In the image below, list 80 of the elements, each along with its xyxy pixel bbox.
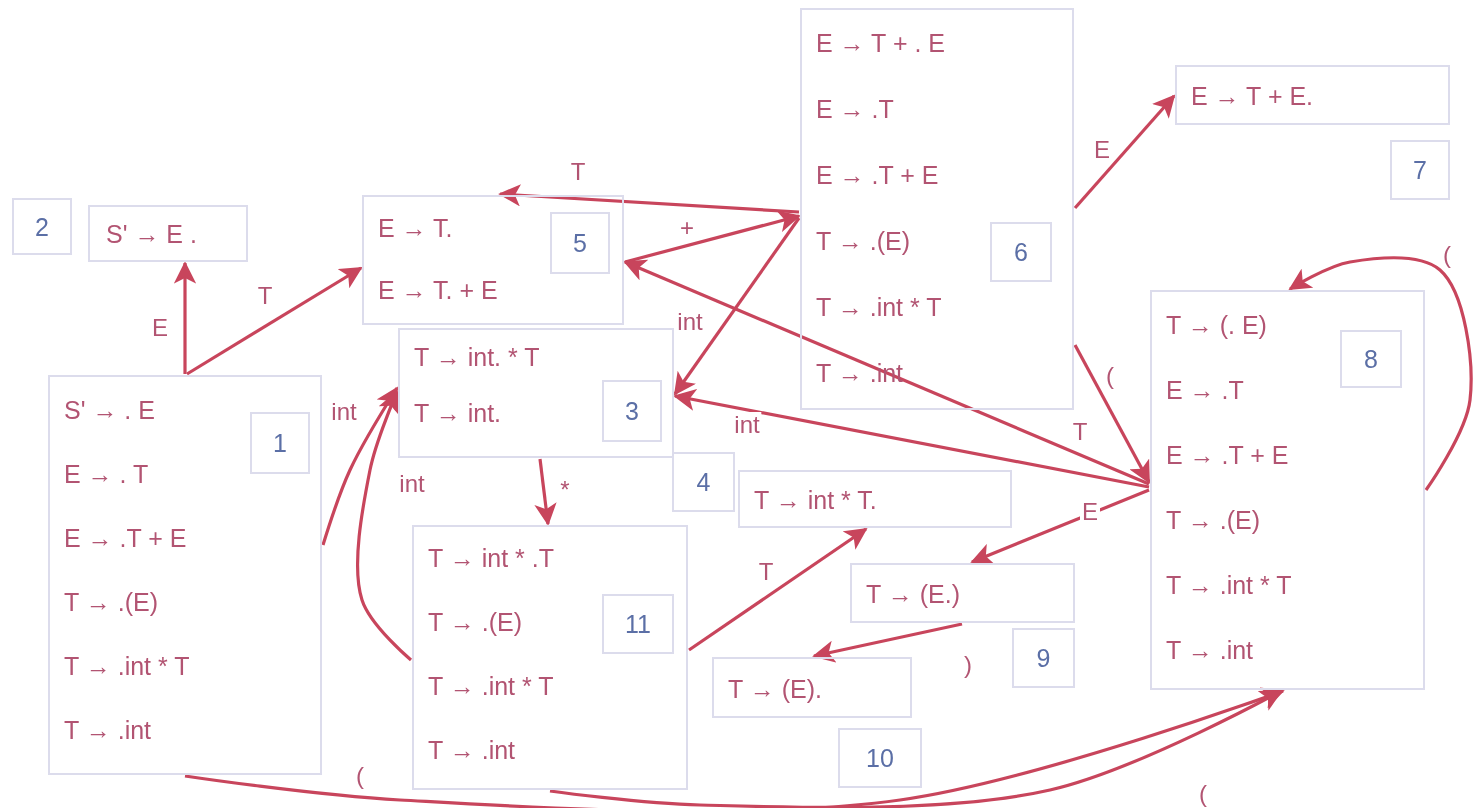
- state-number: 11: [625, 609, 651, 639]
- state-number-box: [1390, 140, 1450, 200]
- transition-arrow: [673, 217, 801, 396]
- state-number: 3: [625, 396, 639, 426]
- lr-item-text: T → (. E): [1166, 310, 1267, 340]
- state-box: [362, 195, 624, 325]
- lr-item-text: T → .int * T: [64, 651, 190, 681]
- lr-item-text: E → T + . E: [816, 28, 945, 58]
- state-box: [800, 8, 1074, 410]
- lr-item-text: E → .T + E: [816, 160, 939, 190]
- transition-arrow: [534, 458, 557, 526]
- state-number: 9: [1036, 643, 1051, 673]
- state-number: 8: [1364, 344, 1378, 374]
- lr-item-text: S' → . E: [64, 395, 155, 425]
- state-number-box: [602, 594, 674, 654]
- transition-arrow: [1073, 94, 1176, 210]
- lr-item-text: T → .(E): [428, 607, 522, 637]
- state-box: [1150, 290, 1425, 690]
- lr-item-text: T → (E).: [728, 674, 822, 704]
- state-number: 7: [1413, 155, 1427, 185]
- transition-arrow: [186, 266, 363, 376]
- state-number: 5: [573, 228, 587, 258]
- state-number-box: [838, 728, 922, 788]
- state-number-box: [990, 222, 1052, 282]
- lr-item-text: T → int.: [414, 398, 502, 428]
- lr-item-text: T → (E.): [866, 579, 960, 609]
- lr-item-text: T → .(E): [1166, 505, 1260, 535]
- lr-item-text: E → .T: [1166, 375, 1244, 405]
- lr-item-text: E → .T + E: [1166, 440, 1289, 470]
- state-number: 10: [866, 743, 894, 773]
- state-box: [412, 525, 688, 790]
- transition-arrow: [321, 386, 399, 546]
- transition-arrow: [1288, 256, 1473, 491]
- lr-item-text: T → .(E): [64, 587, 158, 617]
- state-box: [738, 470, 1012, 528]
- state-number-box: [250, 412, 310, 474]
- state-box: [398, 328, 674, 458]
- lr-item-text: T → int. * T: [414, 342, 540, 372]
- lr-item-text: T → .int * T: [428, 671, 554, 701]
- lr-item-text: E → .T + E: [64, 523, 187, 553]
- lr-item-text: E → T + E.: [1191, 81, 1314, 111]
- lr-item-text: T → int * T.: [754, 485, 877, 515]
- transition-arrow: [688, 527, 868, 652]
- state-box: [1175, 65, 1450, 125]
- state-box: [850, 563, 1075, 623]
- transition-arrow: [812, 622, 963, 663]
- state-number: 1: [273, 428, 287, 458]
- state-number-box: [1012, 628, 1075, 688]
- state-box: [48, 375, 322, 775]
- transition-arrow: [624, 210, 801, 264]
- lr-item-text: T → .(E): [816, 226, 910, 256]
- state-number-box: [672, 452, 735, 512]
- transition-arrow: [498, 184, 800, 214]
- lr-item-text: E → T. + E: [378, 275, 498, 305]
- state-number: 4: [696, 467, 711, 497]
- lr-item-text: S' → E .: [106, 219, 197, 249]
- state-number-box: [12, 198, 72, 255]
- state-number: 6: [1014, 237, 1028, 267]
- transition-arrow: [173, 261, 197, 374]
- state-box: [88, 205, 248, 262]
- transition-arrow: [673, 388, 1150, 489]
- state-number: 2: [35, 211, 49, 242]
- transition-arrow: [184, 687, 1285, 808]
- state-box: [712, 657, 912, 718]
- lr-item-text: E → . T: [64, 459, 149, 489]
- lr-item-text: T → int * .T: [428, 543, 554, 573]
- lr-item-text: T → .int * T: [816, 292, 942, 322]
- lr-item-text: E → T.: [378, 213, 453, 243]
- lr-item-text: T → .int: [64, 715, 152, 745]
- state-number-box: [602, 380, 662, 442]
- lr-item-text: T → .int * T: [1166, 570, 1292, 600]
- transition-arrow: [356, 390, 413, 662]
- transition-arrow: [1073, 344, 1151, 484]
- transition-arrow: [970, 488, 1150, 565]
- state-number-box: [550, 212, 610, 274]
- lr-item-text: T → .int: [428, 735, 516, 765]
- lr-item-text: E → .T: [816, 94, 894, 124]
- state-number-box: [1340, 330, 1402, 388]
- transition-arrow: [623, 259, 1150, 486]
- lr-item-text: T → .int: [1166, 635, 1254, 665]
